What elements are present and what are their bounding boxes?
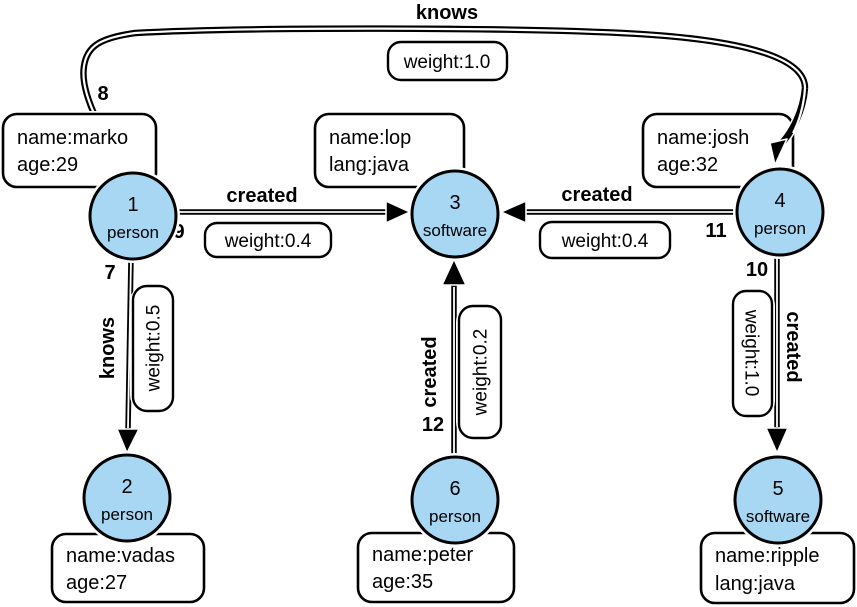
vertex-5-id: 5 <box>772 478 783 500</box>
vertex-6-properties-box: name:peter age:35 <box>355 530 517 605</box>
vertex-5-prop-name: name:ripple <box>715 545 820 567</box>
edge-11-id: 11 <box>705 220 726 242</box>
edge-10-label: created <box>782 311 804 382</box>
edge-12-weight-border <box>457 304 503 440</box>
vertex-6-circle <box>410 455 500 545</box>
edge-11-arrowhead <box>500 200 527 224</box>
edge-10-weight-value: weight:1.0 <box>740 309 761 397</box>
edge-12-weight-box: weight:0.2 <box>456 303 504 441</box>
edge-9-created <box>171 200 411 224</box>
edge-11-weight-box: weight:0.4 <box>537 219 673 261</box>
edge-12-label: created <box>419 336 441 407</box>
vertex-5-properties-box: name:ripple lang:java <box>698 530 857 606</box>
edge-10-weight-box: weight:1.0 <box>730 288 775 419</box>
edge-12-weight-value: weight:0.2 <box>471 329 492 417</box>
vertex-2-type: person <box>101 505 153 524</box>
edge-9-arrowhead <box>385 200 411 224</box>
edge-9-weight-border <box>203 221 333 259</box>
vertex-6: 6 person <box>408 453 502 547</box>
edge-8-weight-box: weight:1.0 <box>385 39 510 83</box>
vertex-2-prop-name: name:vadas <box>66 545 175 567</box>
edge-7-weight-value: weight:0.5 <box>144 305 165 393</box>
edge-8-label: knows <box>416 2 478 24</box>
edge-9-weight-box: weight:0.4 <box>202 220 334 260</box>
edge-12-arrowhead <box>441 258 467 286</box>
vertex-6-prop-name: name:peter <box>372 544 474 566</box>
edge-10-id: 10 <box>746 259 768 281</box>
edge-10-weight-border <box>731 289 774 418</box>
edge-7-arrowhead <box>116 428 140 454</box>
vertex-5-type: software <box>746 507 810 526</box>
edge-10-created <box>765 250 789 454</box>
vertex-1: 1 person <box>86 169 180 263</box>
vertex-3-properties-box: name:lop lang:java <box>312 111 467 190</box>
vertex-2-prop-age: age:27 <box>66 572 127 594</box>
vertex-6-id: 6 <box>449 478 460 500</box>
vertex-4-prop-age: age:32 <box>657 154 718 176</box>
vertex-6-type: person <box>429 507 481 526</box>
edge-7-weight-box: weight:0.5 <box>130 283 176 414</box>
vertex-2-id: 2 <box>121 476 132 498</box>
vertex-4-prop-name: name:josh <box>657 127 749 149</box>
edge-7-core <box>127 258 132 429</box>
edge-7-knows <box>116 254 140 454</box>
vertex-1-prop-name: name:marko <box>17 127 128 149</box>
vertex-5-circle <box>733 455 823 545</box>
vertex-1-prop-age: age:29 <box>17 154 78 176</box>
edge-9-label: created <box>226 185 297 207</box>
vertex-3: 3 software <box>408 167 502 261</box>
vertex-5: 5 software <box>731 453 825 547</box>
edge-11-weight-value: weight:0.4 <box>561 231 649 252</box>
edge-8-arrowhead <box>769 138 788 166</box>
vertex-5-prop-lang: lang:java <box>715 573 796 595</box>
vertex-1-properties-box: name:marko age:29 <box>0 111 159 190</box>
vertex-1-properties-border <box>1 112 158 189</box>
vertex-6-prop-age: age:35 <box>372 571 433 593</box>
edge-7-id: 7 <box>104 262 115 284</box>
edge-11-created <box>500 200 742 224</box>
vertex-3-type: software <box>423 221 487 240</box>
vertex-1-circle <box>88 171 178 261</box>
edge-8-arrow-tail <box>769 87 810 166</box>
vertex-3-circle <box>410 169 500 259</box>
edge-11-weight-border <box>538 220 672 260</box>
edge-7-weight-border <box>131 284 175 413</box>
vertex-4: 4 person <box>733 165 827 259</box>
vertex-4-properties-border <box>641 112 795 189</box>
edge-8-core <box>82 27 807 121</box>
vertex-3-id: 3 <box>449 192 460 214</box>
edge-12-created <box>441 258 467 462</box>
vertex-2: 2 person <box>80 451 174 545</box>
vertex-4-properties-box: name:josh age:32 <box>640 111 796 190</box>
vertex-3-properties-border <box>313 112 466 189</box>
vertex-4-circle <box>735 167 825 257</box>
vertex-2-circle <box>82 453 172 543</box>
vertex-3-prop-name: name:lop <box>329 127 411 149</box>
vertex-1-id: 1 <box>127 194 138 216</box>
edge-8-weight-border <box>386 40 509 82</box>
edge-9-weight-value: weight:0.4 <box>224 231 312 252</box>
edge-7-label: knows <box>97 317 119 379</box>
edge-11-label: created <box>561 184 632 206</box>
edge-8-tail-core <box>792 87 807 134</box>
vertex-3-prop-lang: lang:java <box>329 154 410 176</box>
edge-8-id: 8 <box>97 83 108 105</box>
vertex-4-type: person <box>754 219 806 238</box>
vertex-1-type: person <box>107 223 159 242</box>
edge-8-weight-value: weight:1.0 <box>403 52 491 73</box>
edge-10-arrowhead <box>765 427 789 454</box>
vertex-4-id: 4 <box>774 190 785 212</box>
edge-12-id: 12 <box>422 414 444 436</box>
edge-8-knows-curve <box>78 23 810 123</box>
